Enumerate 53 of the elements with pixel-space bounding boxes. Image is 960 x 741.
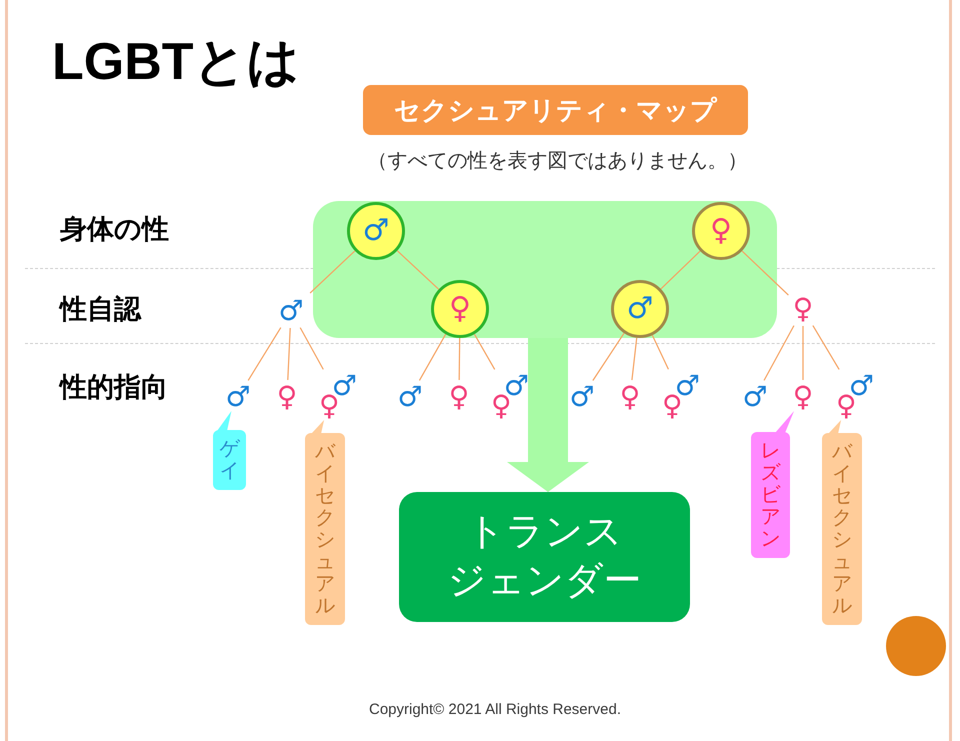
connector-line — [592, 332, 625, 381]
callout-label: バイセクシュアル — [832, 441, 852, 617]
connector-line — [812, 325, 840, 370]
row-label: 性的指向 — [60, 374, 168, 401]
connector-line — [652, 334, 669, 370]
copyright-text: Copyright© 2021 All Rights Reserved. — [368, 702, 622, 717]
gender-symbol: ♀ — [448, 383, 470, 411]
speech-bubble — [213, 430, 246, 490]
result-label: トランスジェンダー — [446, 510, 642, 604]
gender-symbol: ♀ — [710, 216, 732, 246]
connector-line — [287, 328, 291, 380]
gender-symbol: ♂ — [397, 383, 423, 411]
gender-symbol: ♀ — [449, 294, 471, 324]
connector-line — [742, 250, 789, 296]
speech-bubble — [751, 432, 790, 558]
connector-line — [660, 250, 701, 290]
callout-pointer — [217, 411, 232, 431]
callout-label: ゲイ — [220, 438, 240, 482]
gender-symbol: ♂ — [278, 297, 304, 325]
row-label: 性自認 — [60, 296, 141, 323]
gender-symbol: ♀ — [792, 295, 814, 323]
connector-line — [802, 326, 804, 380]
callout-pointer — [828, 420, 842, 434]
gender-symbol: ♂ — [569, 383, 595, 411]
callout-pointer — [775, 411, 794, 433]
connector-line — [396, 250, 440, 290]
note-text: （すべての性を表す図ではありません。） — [366, 151, 748, 171]
highlight-band — [313, 201, 777, 338]
gender-symbol: ♂ — [742, 383, 768, 411]
gender-symbol: ♂ — [626, 294, 654, 324]
connector-line — [418, 334, 446, 381]
connector-line — [248, 327, 282, 381]
result-box — [399, 492, 690, 622]
callout-pointer — [311, 420, 324, 434]
gender-symbol: ♀ — [620, 383, 640, 411]
block-arrow — [507, 338, 589, 492]
slide-title: LGBTとは — [52, 36, 300, 88]
callout-label: レズビアン — [760, 440, 780, 550]
gender-symbol: ♂ — [362, 216, 390, 246]
connector-line — [458, 338, 460, 380]
connector-line — [300, 327, 324, 370]
row-label: 身体の性 — [60, 216, 169, 243]
section-banner — [363, 85, 748, 135]
gender-symbol: ♀ — [276, 383, 298, 411]
callout-label: バイセクシュアル — [315, 441, 335, 617]
gender-symbol: ♀ — [792, 383, 814, 411]
connector-line — [764, 325, 794, 381]
connector-line — [631, 338, 638, 380]
gender-symbol: ♂ — [225, 383, 251, 411]
connector-line — [474, 334, 496, 370]
banner-title: セクシュアリティ・マップ — [394, 94, 717, 126]
speech-bubble — [305, 433, 345, 625]
speech-bubble — [822, 433, 862, 625]
